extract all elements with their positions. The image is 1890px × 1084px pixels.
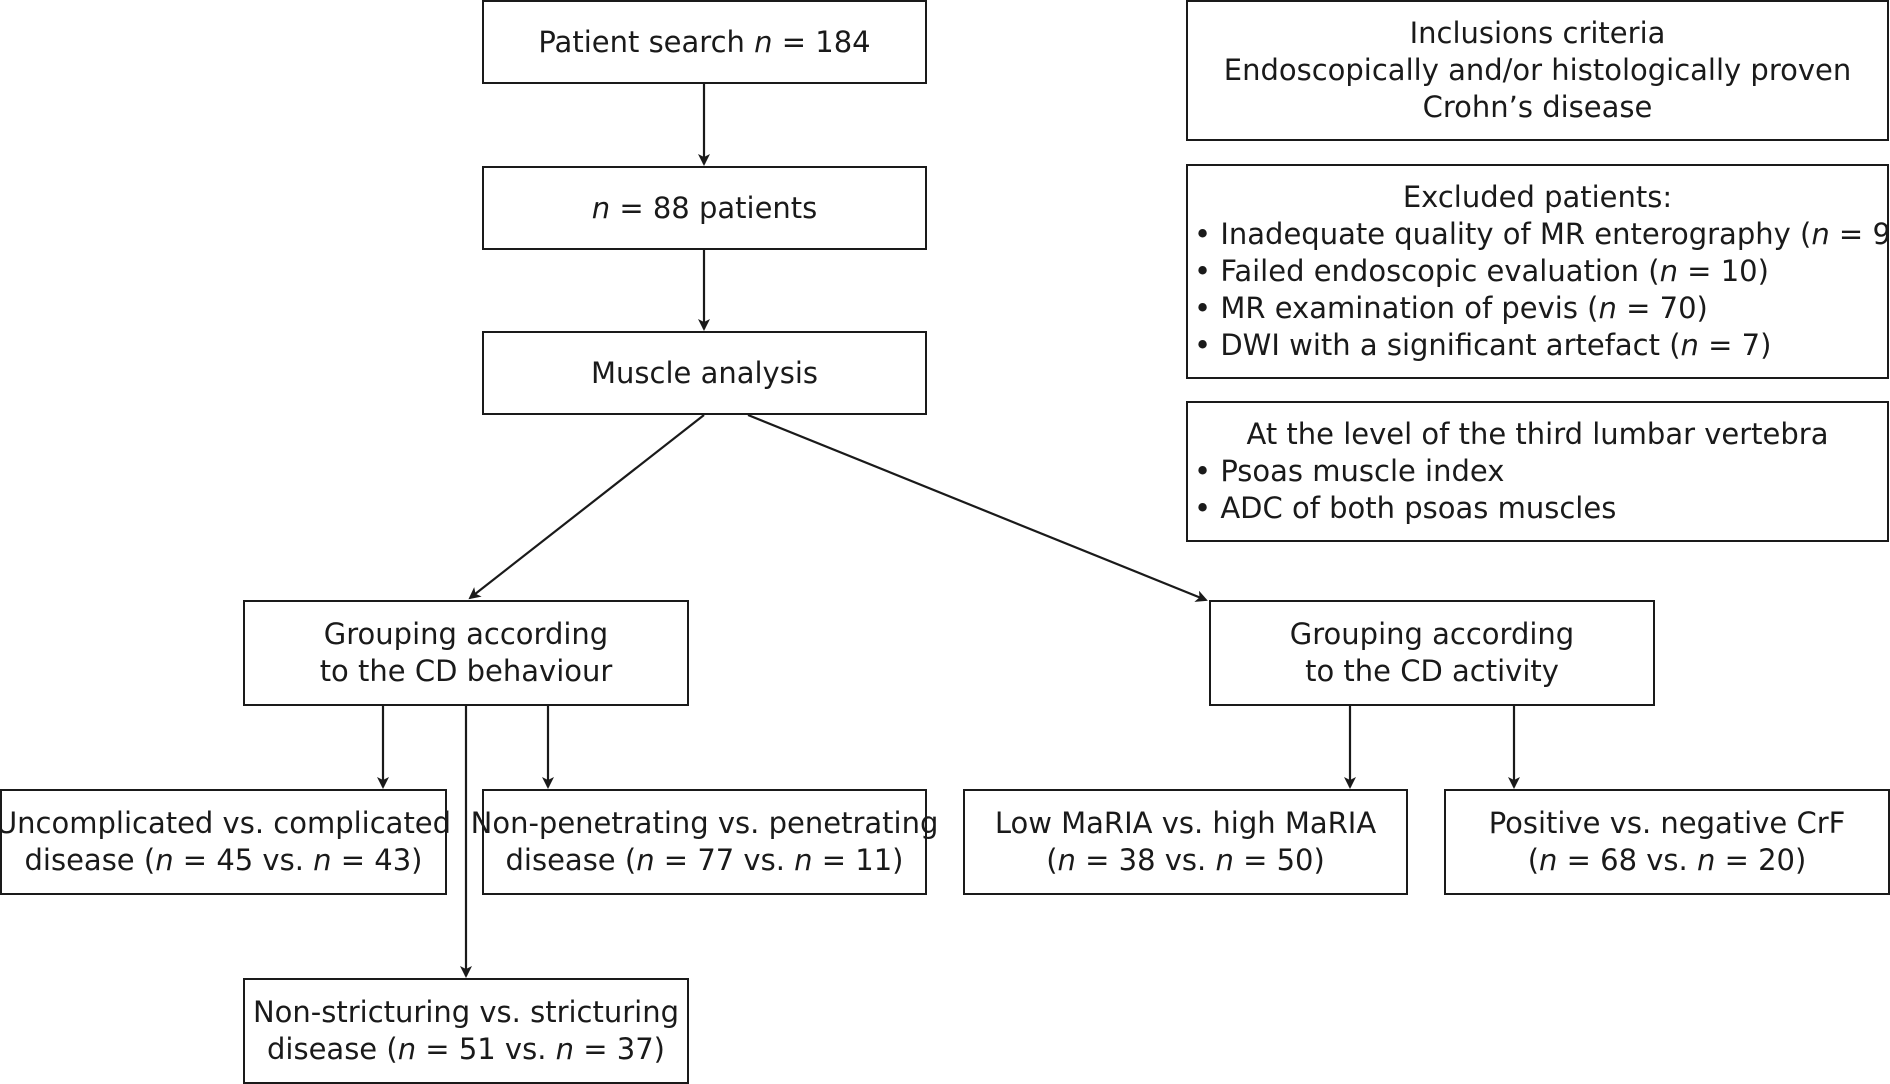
excluded-item: DWI with a significant artefact (n = 7): [1194, 327, 1881, 364]
nonpenetrating-line-1: Non-penetrating vs. penetrating: [470, 806, 939, 840]
patients-count-box: n = 88 patients: [482, 166, 927, 250]
nonpenetrating-vs-penetrating-box: Non-penetrating vs. penetrating disease …: [471, 789, 938, 895]
patient-search-box: Patient search n = 184: [482, 0, 927, 84]
uncomplicated-line-2: disease (n = 45 vs. n = 43): [24, 843, 423, 877]
excluded-item: MR examination of pevis (n = 70): [1194, 290, 1881, 327]
excluded-item: Inadequate quality of MR enterography (n…: [1194, 216, 1890, 253]
inclusion-line-2: Endoscopically and/or histologically pro…: [1223, 53, 1852, 87]
crf-line-1: Positive vs. negative CrF: [1488, 806, 1846, 840]
lumbar-level-title: At the level of the third lumbar vertebr…: [1246, 417, 1829, 451]
lumbar-level-box: At the level of the third lumbar vertebr…: [1186, 401, 1889, 542]
patient-search-text: Patient search n = 184: [538, 24, 871, 59]
low-vs-high-maria-box: Low MaRIA vs. high MaRIA (n = 38 vs. n =…: [963, 789, 1408, 895]
muscle-analysis-text: Muscle analysis: [591, 355, 818, 390]
excluded-patients-box: Excluded patients: Inadequate quality of…: [1186, 164, 1890, 379]
patients-count-text: n = 88 patients: [591, 190, 818, 225]
stricturing-line-1: Non-stricturing vs. stricturing: [252, 995, 680, 1029]
crf-line-2: (n = 68 vs. n = 20): [1527, 843, 1807, 877]
grouping-behaviour-line-1: Grouping according: [323, 617, 609, 651]
positive-vs-negative-crf-box: Positive vs. negative CrF (n = 68 vs. n …: [1444, 789, 1890, 895]
grouping-activity-box: Grouping according to the CD activity: [1209, 600, 1655, 706]
excluded-title: Excluded patients:: [1402, 180, 1673, 214]
excluded-item: Failed endoscopic evaluation (n = 10): [1194, 253, 1881, 290]
uncomplicated-line-1: Uncomplicated vs. complicated: [0, 806, 452, 840]
grouping-behaviour-box: Grouping according to the CD behaviour: [243, 600, 689, 706]
inclusion-title: Inclusions criteria: [1409, 16, 1666, 50]
inclusion-line-3: Crohn’s disease: [1422, 90, 1653, 124]
grouping-behaviour-line-2: to the CD behaviour: [319, 654, 613, 688]
arrow-muscle-to-activity: [747, 413, 1208, 602]
nonstricturing-vs-stricturing-box: Non-stricturing vs. stricturing disease …: [243, 978, 689, 1084]
maria-line-1: Low MaRIA vs. high MaRIA: [994, 806, 1377, 840]
muscle-analysis-box: Muscle analysis: [482, 331, 927, 415]
lumbar-level-item: ADC of both psoas muscles: [1194, 490, 1881, 527]
arrow-muscle-to-behaviour: [468, 414, 705, 600]
lumbar-level-item: Psoas muscle index: [1194, 453, 1881, 490]
nonpenetrating-line-2: disease (n = 77 vs. n = 11): [505, 843, 904, 877]
grouping-activity-line-2: to the CD activity: [1305, 654, 1559, 688]
uncomplicated-vs-complicated-box: Uncomplicated vs. complicated disease (n…: [0, 789, 451, 895]
grouping-activity-line-1: Grouping according: [1289, 617, 1575, 651]
stricturing-line-2: disease (n = 51 vs. n = 37): [267, 1032, 665, 1066]
inclusion-criteria-box: Inclusions criteria Endoscopically and/o…: [1186, 0, 1889, 141]
maria-line-2: (n = 38 vs. n = 50): [1046, 843, 1325, 877]
